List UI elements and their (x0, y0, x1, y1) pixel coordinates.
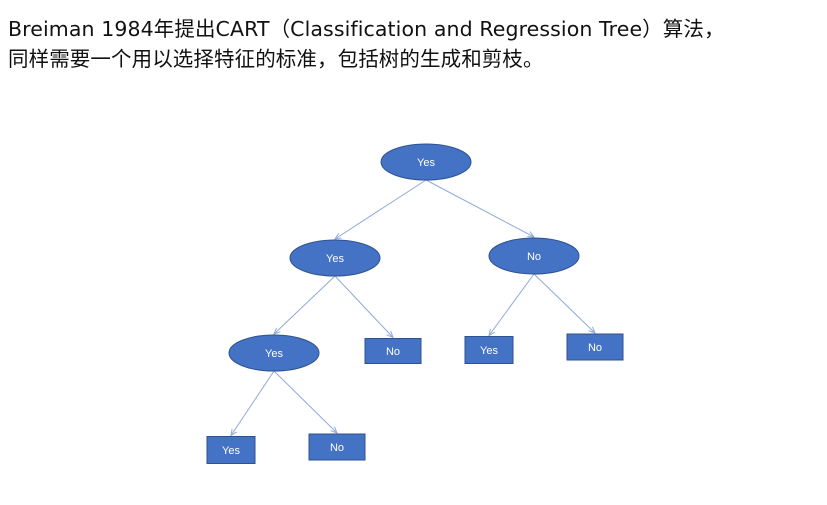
node-ellipse (289, 239, 381, 277)
tree-node-l3-left: Yes (206, 436, 256, 464)
tree-node-l2-left: Yes (228, 334, 320, 372)
edge-l2-left-to-l3-left (231, 370, 275, 436)
edge-root-to-l1-right (425, 179, 534, 237)
tree-node-l1-right: No (488, 237, 580, 275)
node-ellipse (228, 334, 320, 372)
slide-text-line-1: Breiman 1984年提出CART（Classification and R… (8, 17, 725, 41)
node-ellipse (380, 143, 472, 181)
tree-edges (231, 179, 595, 436)
edge-l1-right-to-l2-right-b (533, 273, 595, 333)
node-rect (566, 333, 624, 361)
node-rect (364, 338, 422, 364)
node-label: Yes (417, 157, 435, 169)
tree-node-l2-mid: No (364, 338, 422, 364)
node-label: No (386, 346, 400, 358)
tree-node-l2-right-b: No (566, 333, 624, 361)
edge-l1-right-to-l2-right-a (489, 273, 535, 336)
node-label: No (527, 251, 541, 263)
node-label: Yes (222, 445, 240, 457)
tree-node-l3-right: No (308, 433, 366, 461)
node-label: Yes (265, 348, 283, 360)
node-label: Yes (480, 345, 498, 357)
node-label: No (330, 442, 344, 454)
tree-node-l2-right-a: Yes (464, 336, 514, 364)
edge-root-to-l1-left (335, 179, 427, 239)
node-rect (464, 336, 514, 364)
edge-l2-left-to-l3-right (273, 370, 337, 433)
edge-l1-left-to-l2-left (274, 275, 336, 334)
tree-node-root: Yes (380, 143, 472, 181)
node-label: Yes (326, 253, 344, 265)
edge-l1-left-to-l2-mid (334, 275, 393, 338)
node-ellipse (488, 237, 580, 275)
tree-node-l1-left: Yes (289, 239, 381, 277)
node-label: No (588, 342, 602, 354)
slide-text-line-2: 同样需要一个用以选择特征的标准，包括树的生成和剪枝。 (8, 47, 544, 71)
node-rect (308, 433, 366, 461)
slide-text: Breiman 1984年提出CART（Classification and R… (8, 14, 818, 74)
node-rect (206, 436, 256, 464)
